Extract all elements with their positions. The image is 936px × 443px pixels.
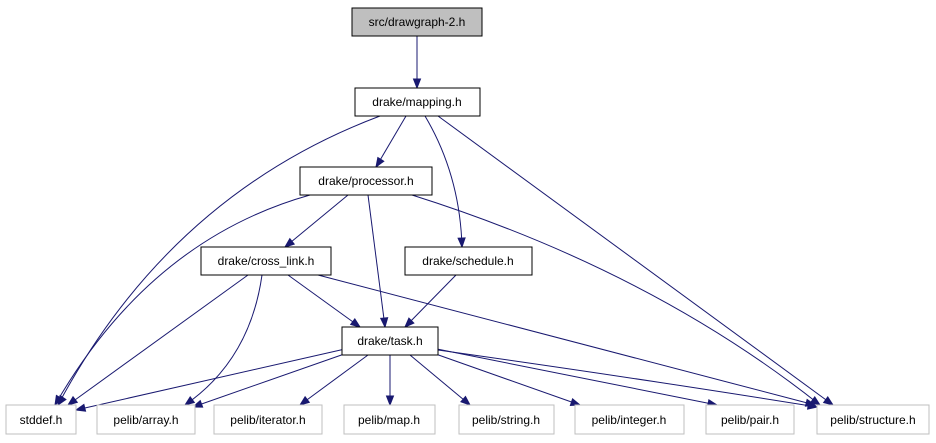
- arrowhead-cross_link-to-array: [183, 395, 196, 406]
- node-root-label: src/drawgraph-2.h: [369, 15, 466, 29]
- edge-task-to-structure: [437, 349, 818, 408]
- node-array[interactable]: pelib/array.h: [96, 404, 196, 435]
- edge-mapping-to-structure: [437, 115, 834, 406]
- node-pair-label: pelib/pair.h: [721, 413, 779, 427]
- node-cross-link-label: drake/cross_link.h: [218, 254, 315, 268]
- node-stddef[interactable]: stddef.h: [5, 404, 77, 435]
- edge-cross_link-to-task: [287, 274, 361, 328]
- arrowhead-task-to-integer: [569, 397, 582, 407]
- edge-processor-to-cross_link: [284, 194, 349, 248]
- arrowhead-processor-to-cross_link: [283, 237, 296, 248]
- node-array-label: pelib/array.h: [113, 413, 178, 427]
- node-task-label: drake/task.h: [357, 334, 422, 348]
- edge-task-to-array: [192, 351, 351, 408]
- edge-processor-to-stddef: [54, 194, 311, 406]
- node-map-label: pelib/map.h: [358, 413, 420, 427]
- node-schedule[interactable]: drake/schedule.h: [404, 246, 533, 276]
- node-iterator[interactable]: pelib/iterator.h: [213, 404, 323, 435]
- node-string-label: pelib/string.h: [472, 413, 540, 427]
- arrowhead-mapping-to-structure: [822, 396, 835, 406]
- node-processor[interactable]: drake/processor.h: [299, 166, 433, 196]
- arrowhead-task-to-iterator: [298, 395, 311, 406]
- node-pair[interactable]: pelib/pair.h: [705, 404, 795, 435]
- node-task[interactable]: drake/task.h: [341, 326, 439, 356]
- arrowhead-cross_link-to-stddef: [66, 395, 79, 406]
- arrowhead-root-to-mapping: [412, 78, 422, 90]
- edge-task-to-integer: [429, 351, 581, 406]
- node-structure[interactable]: pelib/structure.h: [816, 404, 930, 435]
- node-integer[interactable]: pelib/integer.h: [574, 404, 685, 435]
- arrowhead-task-to-structure: [806, 401, 819, 410]
- node-integer-label: pelib/integer.h: [592, 413, 667, 427]
- arrowhead-task-to-string: [460, 395, 472, 406]
- arrowhead-task-to-map: [385, 395, 395, 407]
- arrowhead-cross_link-to-task: [349, 317, 362, 328]
- node-stddef-label: stddef.h: [20, 413, 63, 427]
- edge-task-to-pair: [436, 348, 718, 406]
- node-map[interactable]: pelib/map.h: [343, 404, 436, 435]
- arrowhead-processor-to-task: [379, 317, 389, 329]
- node-cross-link[interactable]: drake/cross_link.h: [200, 246, 332, 276]
- arrowhead-schedule-to-task: [404, 317, 415, 328]
- edge-mapping-to-processor: [375, 115, 407, 168]
- node-root[interactable]: src/drawgraph-2.h: [351, 7, 483, 37]
- node-mapping[interactable]: drake/mapping.h: [354, 87, 481, 117]
- node-schedule-label: drake/schedule.h: [422, 254, 513, 268]
- arrowhead-mapping-to-schedule: [457, 237, 466, 249]
- node-iterator-label: pelib/iterator.h: [230, 413, 305, 427]
- edge-task-to-stddef: [75, 348, 346, 411]
- arrowhead-mapping-to-processor: [375, 156, 385, 169]
- edge-cross_link-to-array: [184, 274, 263, 406]
- edge-cross_link-to-structure: [317, 274, 816, 406]
- node-processor-label: drake/processor.h: [318, 174, 413, 188]
- edge-schedule-to-task: [404, 274, 457, 328]
- node-structure-label: pelib/structure.h: [830, 413, 915, 427]
- edge-task-to-iterator: [299, 354, 369, 406]
- edge-task-to-string: [409, 354, 471, 406]
- node-string[interactable]: pelib/string.h: [458, 404, 555, 435]
- edge-cross_link-to-stddef: [67, 274, 249, 406]
- arrowhead-task-to-stddef: [74, 403, 87, 412]
- edges-layer: [54, 36, 835, 412]
- edge-processor-to-task: [367, 194, 386, 328]
- edge-processor-to-structure: [411, 194, 821, 406]
- edge-mapping-to-schedule: [424, 115, 463, 248]
- arrowhead-processor-to-stddef: [54, 394, 64, 407]
- node-mapping-label: drake/mapping.h: [372, 95, 461, 109]
